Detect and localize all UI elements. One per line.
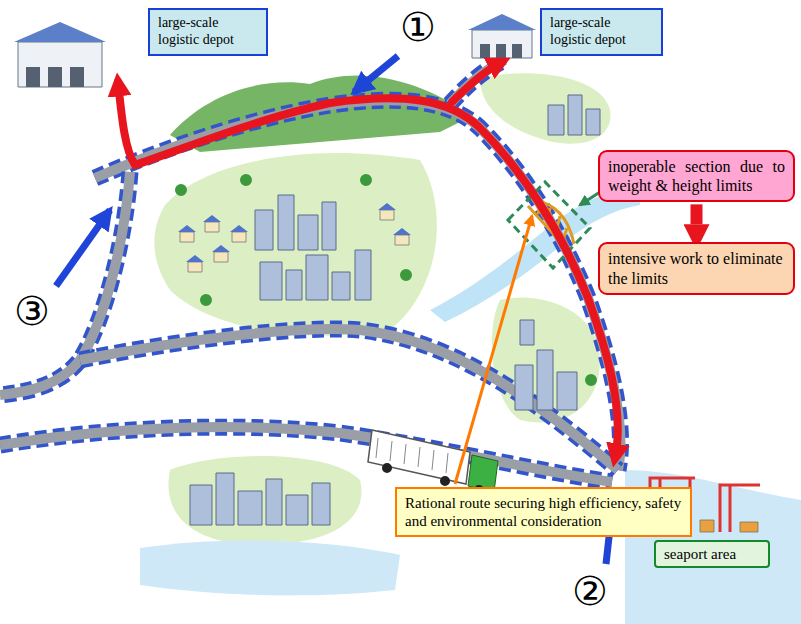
city-buildings bbox=[515, 320, 577, 410]
box-text: inoperable section due to weight & heigh… bbox=[608, 157, 785, 195]
trees bbox=[175, 174, 597, 386]
town-ground bbox=[492, 298, 600, 423]
text-box: intensive work to eliminate the limits bbox=[598, 242, 795, 294]
road bbox=[450, 60, 505, 104]
text-box: inoperable section due to weight & heigh… bbox=[598, 150, 795, 202]
bay-water bbox=[140, 541, 400, 596]
box-text: seaport area bbox=[664, 545, 760, 563]
depot-doors bbox=[26, 67, 84, 87]
route-line bbox=[118, 82, 618, 458]
box-text: Rational route securing high efficiency,… bbox=[405, 494, 682, 530]
road bbox=[0, 427, 612, 482]
depot-roof bbox=[14, 22, 106, 42]
box-text: intensive work to eliminate the limits bbox=[608, 249, 785, 287]
depot-building bbox=[472, 30, 532, 58]
box-text: large-scale logistic depot bbox=[158, 15, 258, 49]
depot-building bbox=[18, 42, 102, 87]
city-buildings bbox=[548, 95, 600, 135]
route-line bbox=[452, 62, 502, 102]
depot-doors bbox=[480, 44, 522, 58]
text-box: large-scale logistic depot bbox=[148, 8, 268, 56]
city-buildings bbox=[255, 195, 371, 300]
leader-line bbox=[455, 216, 532, 484]
callout-number: ① bbox=[400, 4, 436, 50]
text-box: seaport area bbox=[654, 540, 770, 568]
house-roofs bbox=[178, 203, 411, 262]
town-ground bbox=[154, 153, 437, 336]
town-ground bbox=[168, 456, 361, 545]
text-box: Rational route securing high efficiency,… bbox=[395, 487, 692, 537]
road-lane-marks bbox=[450, 60, 505, 104]
city-buildings bbox=[190, 473, 330, 525]
depot-roof bbox=[468, 14, 536, 30]
callout-number: ③ bbox=[14, 288, 50, 334]
flow-arrow bbox=[691, 204, 703, 224]
callout-number: ② bbox=[572, 568, 608, 614]
road-lane-marks bbox=[0, 427, 612, 482]
box-text: large-scale logistic depot bbox=[550, 15, 653, 49]
text-box: large-scale logistic depot bbox=[540, 8, 663, 56]
callout-arrow bbox=[354, 56, 398, 92]
town-ground bbox=[480, 73, 610, 143]
callout-arrow bbox=[56, 210, 110, 286]
leader-line bbox=[580, 192, 600, 205]
truck-trailer bbox=[368, 430, 470, 484]
